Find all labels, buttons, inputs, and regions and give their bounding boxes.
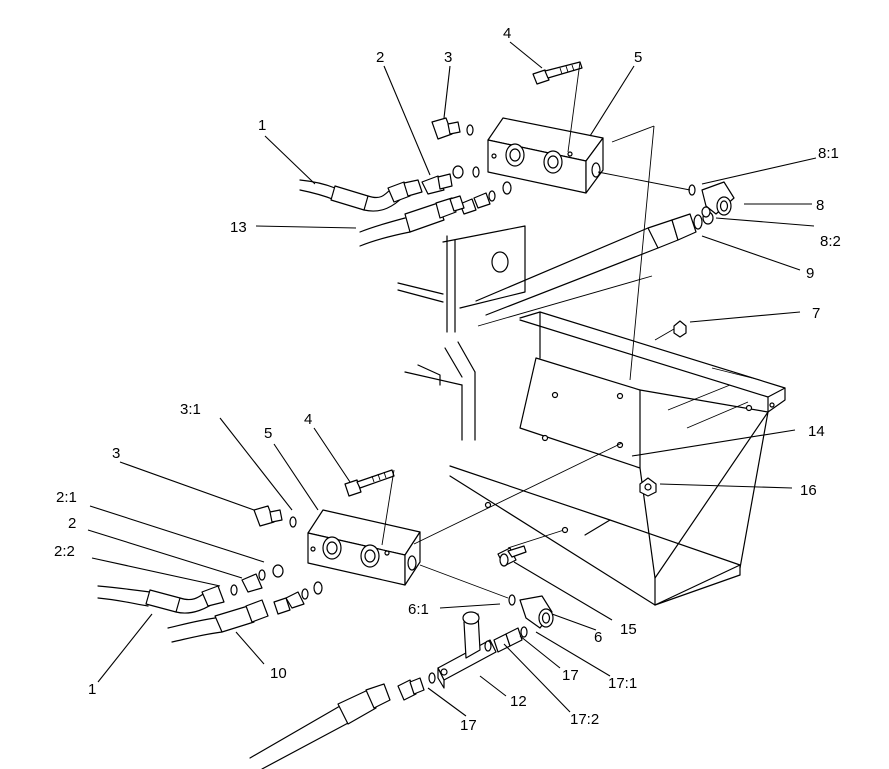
top-centerline (597, 171, 691, 191)
top-fittings (421, 165, 512, 215)
callout-14: 14 (808, 423, 825, 440)
callout-17-b: 17 (460, 717, 477, 734)
callout-2-top: 2 (376, 49, 384, 66)
callout-8: 8 (816, 197, 824, 214)
callout-17-a: 17 (562, 667, 579, 684)
callout-4-lower: 4 (304, 411, 312, 428)
top-plug (431, 117, 474, 140)
callout-17-2: 17:2 (570, 711, 599, 728)
callout-5-lower: 5 (264, 425, 272, 442)
callout-2-lower: 2 (68, 515, 76, 532)
callout-16: 16 (800, 482, 817, 499)
lower-plug (253, 505, 297, 528)
callout-6: 6 (594, 629, 602, 646)
callout-13: 13 (230, 219, 247, 236)
top-hose-1 (299, 179, 423, 212)
callout-3-lower: 3 (112, 445, 120, 462)
callout-1-lower: 1 (88, 681, 96, 698)
bolt-15 (497, 545, 527, 567)
leader-lines (87, 41, 817, 717)
callout-6-1: 6:1 (408, 601, 429, 618)
top-bolt (532, 61, 583, 153)
callout-7: 7 (812, 305, 820, 322)
callout-12: 12 (510, 693, 527, 710)
right-hose-9 (475, 211, 714, 316)
lower-hose-17 (249, 672, 436, 769)
lower-hose-1 (97, 585, 225, 614)
callout-9: 9 (806, 265, 814, 282)
top-manifold-block (487, 117, 604, 194)
callout-3-top: 3 (444, 49, 452, 66)
callout-5-top: 5 (634, 49, 642, 66)
callout-15: 15 (620, 621, 637, 638)
callout-10: 10 (270, 665, 287, 682)
callout-3-1: 3:1 (180, 401, 201, 418)
callout-17-1: 17:1 (608, 675, 637, 692)
nuts-7-16 (639, 320, 687, 497)
top-hose-13 (359, 195, 465, 247)
lower-hose-10 (167, 599, 269, 643)
lower-bolt (344, 469, 395, 546)
lower-fittings (230, 564, 323, 615)
callout-2-1: 2:1 (56, 489, 77, 506)
callout-4-top: 4 (503, 25, 511, 42)
elbow-fitting-6 (508, 594, 554, 629)
lower-centerlines (413, 442, 623, 599)
callout-8-2: 8:2 (820, 233, 841, 250)
lower-manifold-block (307, 509, 421, 586)
frame-background (397, 125, 655, 441)
mounting-bracket (449, 311, 786, 606)
callout-2-2: 2:2 (54, 543, 75, 560)
callout-8-1: 8:1 (818, 145, 839, 162)
tee-fitting-12 (437, 611, 528, 689)
elbow-fitting-8 (688, 181, 735, 218)
callout-1-top: 1 (258, 117, 266, 134)
